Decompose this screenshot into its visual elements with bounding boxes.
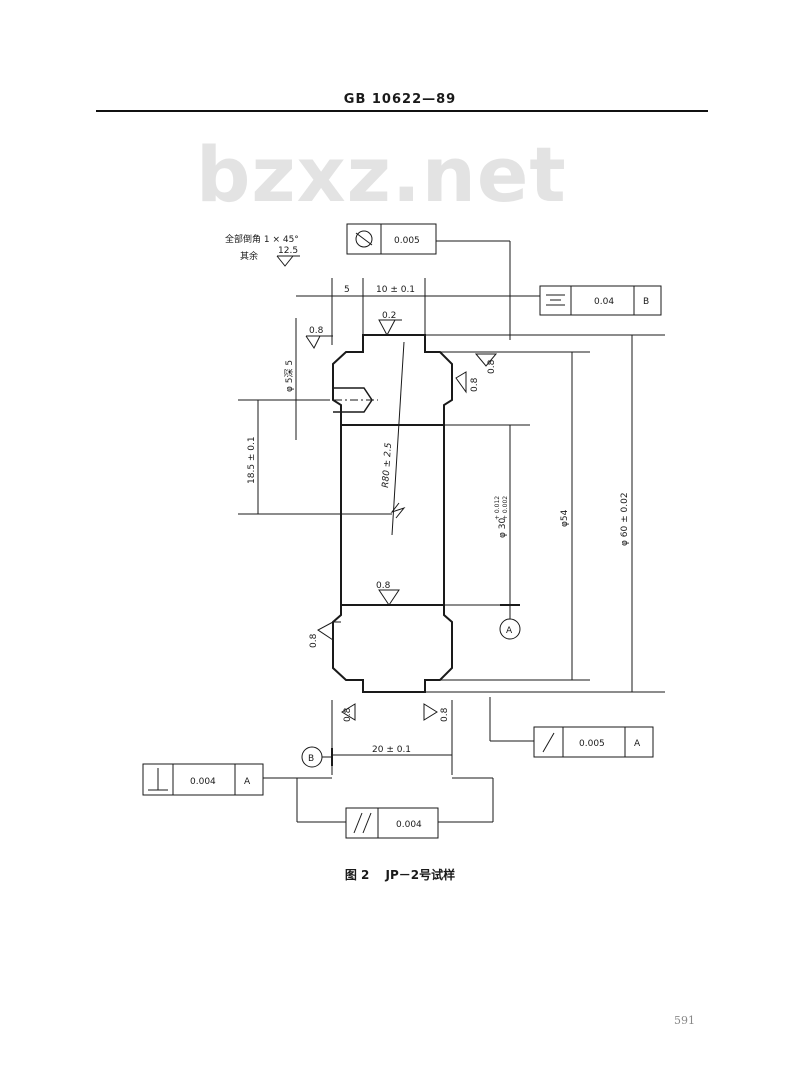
roughness-bottom-right: 0.8 bbox=[440, 707, 450, 722]
dim-54: φ54 bbox=[560, 509, 570, 527]
perpendicular-value: 0.004 bbox=[190, 777, 216, 787]
runout-right-frame bbox=[533, 726, 654, 758]
symmetry-datum: B bbox=[643, 297, 649, 307]
watermark: bzxz.net bbox=[196, 130, 567, 219]
perpendicular-datum: A bbox=[244, 777, 251, 787]
dim-bore: φ 30 bbox=[498, 517, 508, 538]
runout-top-frame bbox=[346, 223, 437, 255]
standard-header: GB 10622—89 bbox=[343, 92, 457, 107]
dim-top-width: 10 ± 0.1 bbox=[376, 285, 415, 295]
runout-right-value: 0.005 bbox=[579, 739, 605, 749]
radius-leader bbox=[391, 341, 405, 536]
dim-bore-tol-low: + 0.002 bbox=[502, 496, 509, 520]
roughness-right-1: 0.8 bbox=[487, 359, 497, 374]
header-rule bbox=[96, 110, 708, 112]
symmetry-frame bbox=[539, 285, 662, 316]
roughness-top: 0.2 bbox=[382, 311, 396, 321]
dim-60: φ 60 ± 0.02 bbox=[620, 492, 630, 546]
dim-height-left: 18.5 ± 0.1 bbox=[247, 436, 257, 484]
symmetry-value: 0.04 bbox=[594, 297, 614, 307]
roughness-bottom-left: 0.8 bbox=[343, 707, 353, 722]
dim-top-left: 5 bbox=[344, 285, 350, 295]
dim-bottom-width: 20 ± 0.1 bbox=[372, 745, 411, 755]
datum-a-label: A bbox=[506, 626, 513, 636]
datum-b-label: B bbox=[308, 754, 314, 764]
runout-top-value: 0.005 bbox=[394, 236, 420, 246]
page-number: 591 bbox=[674, 1014, 695, 1027]
figure-number: 图 2 bbox=[344, 868, 370, 882]
roughness-right-2: 0.8 bbox=[470, 377, 480, 392]
dim-hole: φ 5深 5 bbox=[284, 360, 295, 392]
roughness-bore: 0.8 bbox=[376, 581, 391, 591]
rest-label: 其余 bbox=[240, 250, 258, 262]
roughness-left-top: 0.8 bbox=[309, 326, 324, 336]
parallel-value: 0.004 bbox=[396, 820, 422, 830]
figure-caption: 图 2 JP－2号试样 bbox=[0, 866, 800, 883]
dim-radius: R80 ± 2.5 bbox=[381, 442, 394, 488]
parallel-frame bbox=[345, 807, 439, 839]
runout-right-datum: A bbox=[634, 739, 641, 749]
rest-roughness: 12.5 bbox=[278, 246, 298, 256]
dim-bore-tol-up: + 0.012 bbox=[494, 496, 501, 520]
figure-title: JP－2号试样 bbox=[385, 868, 456, 882]
chamfer-note: 全部倒角 1 × 45° bbox=[225, 233, 299, 245]
roughness-left-bottom: 0.8 bbox=[309, 633, 319, 648]
perpendicular-frame bbox=[142, 763, 264, 796]
